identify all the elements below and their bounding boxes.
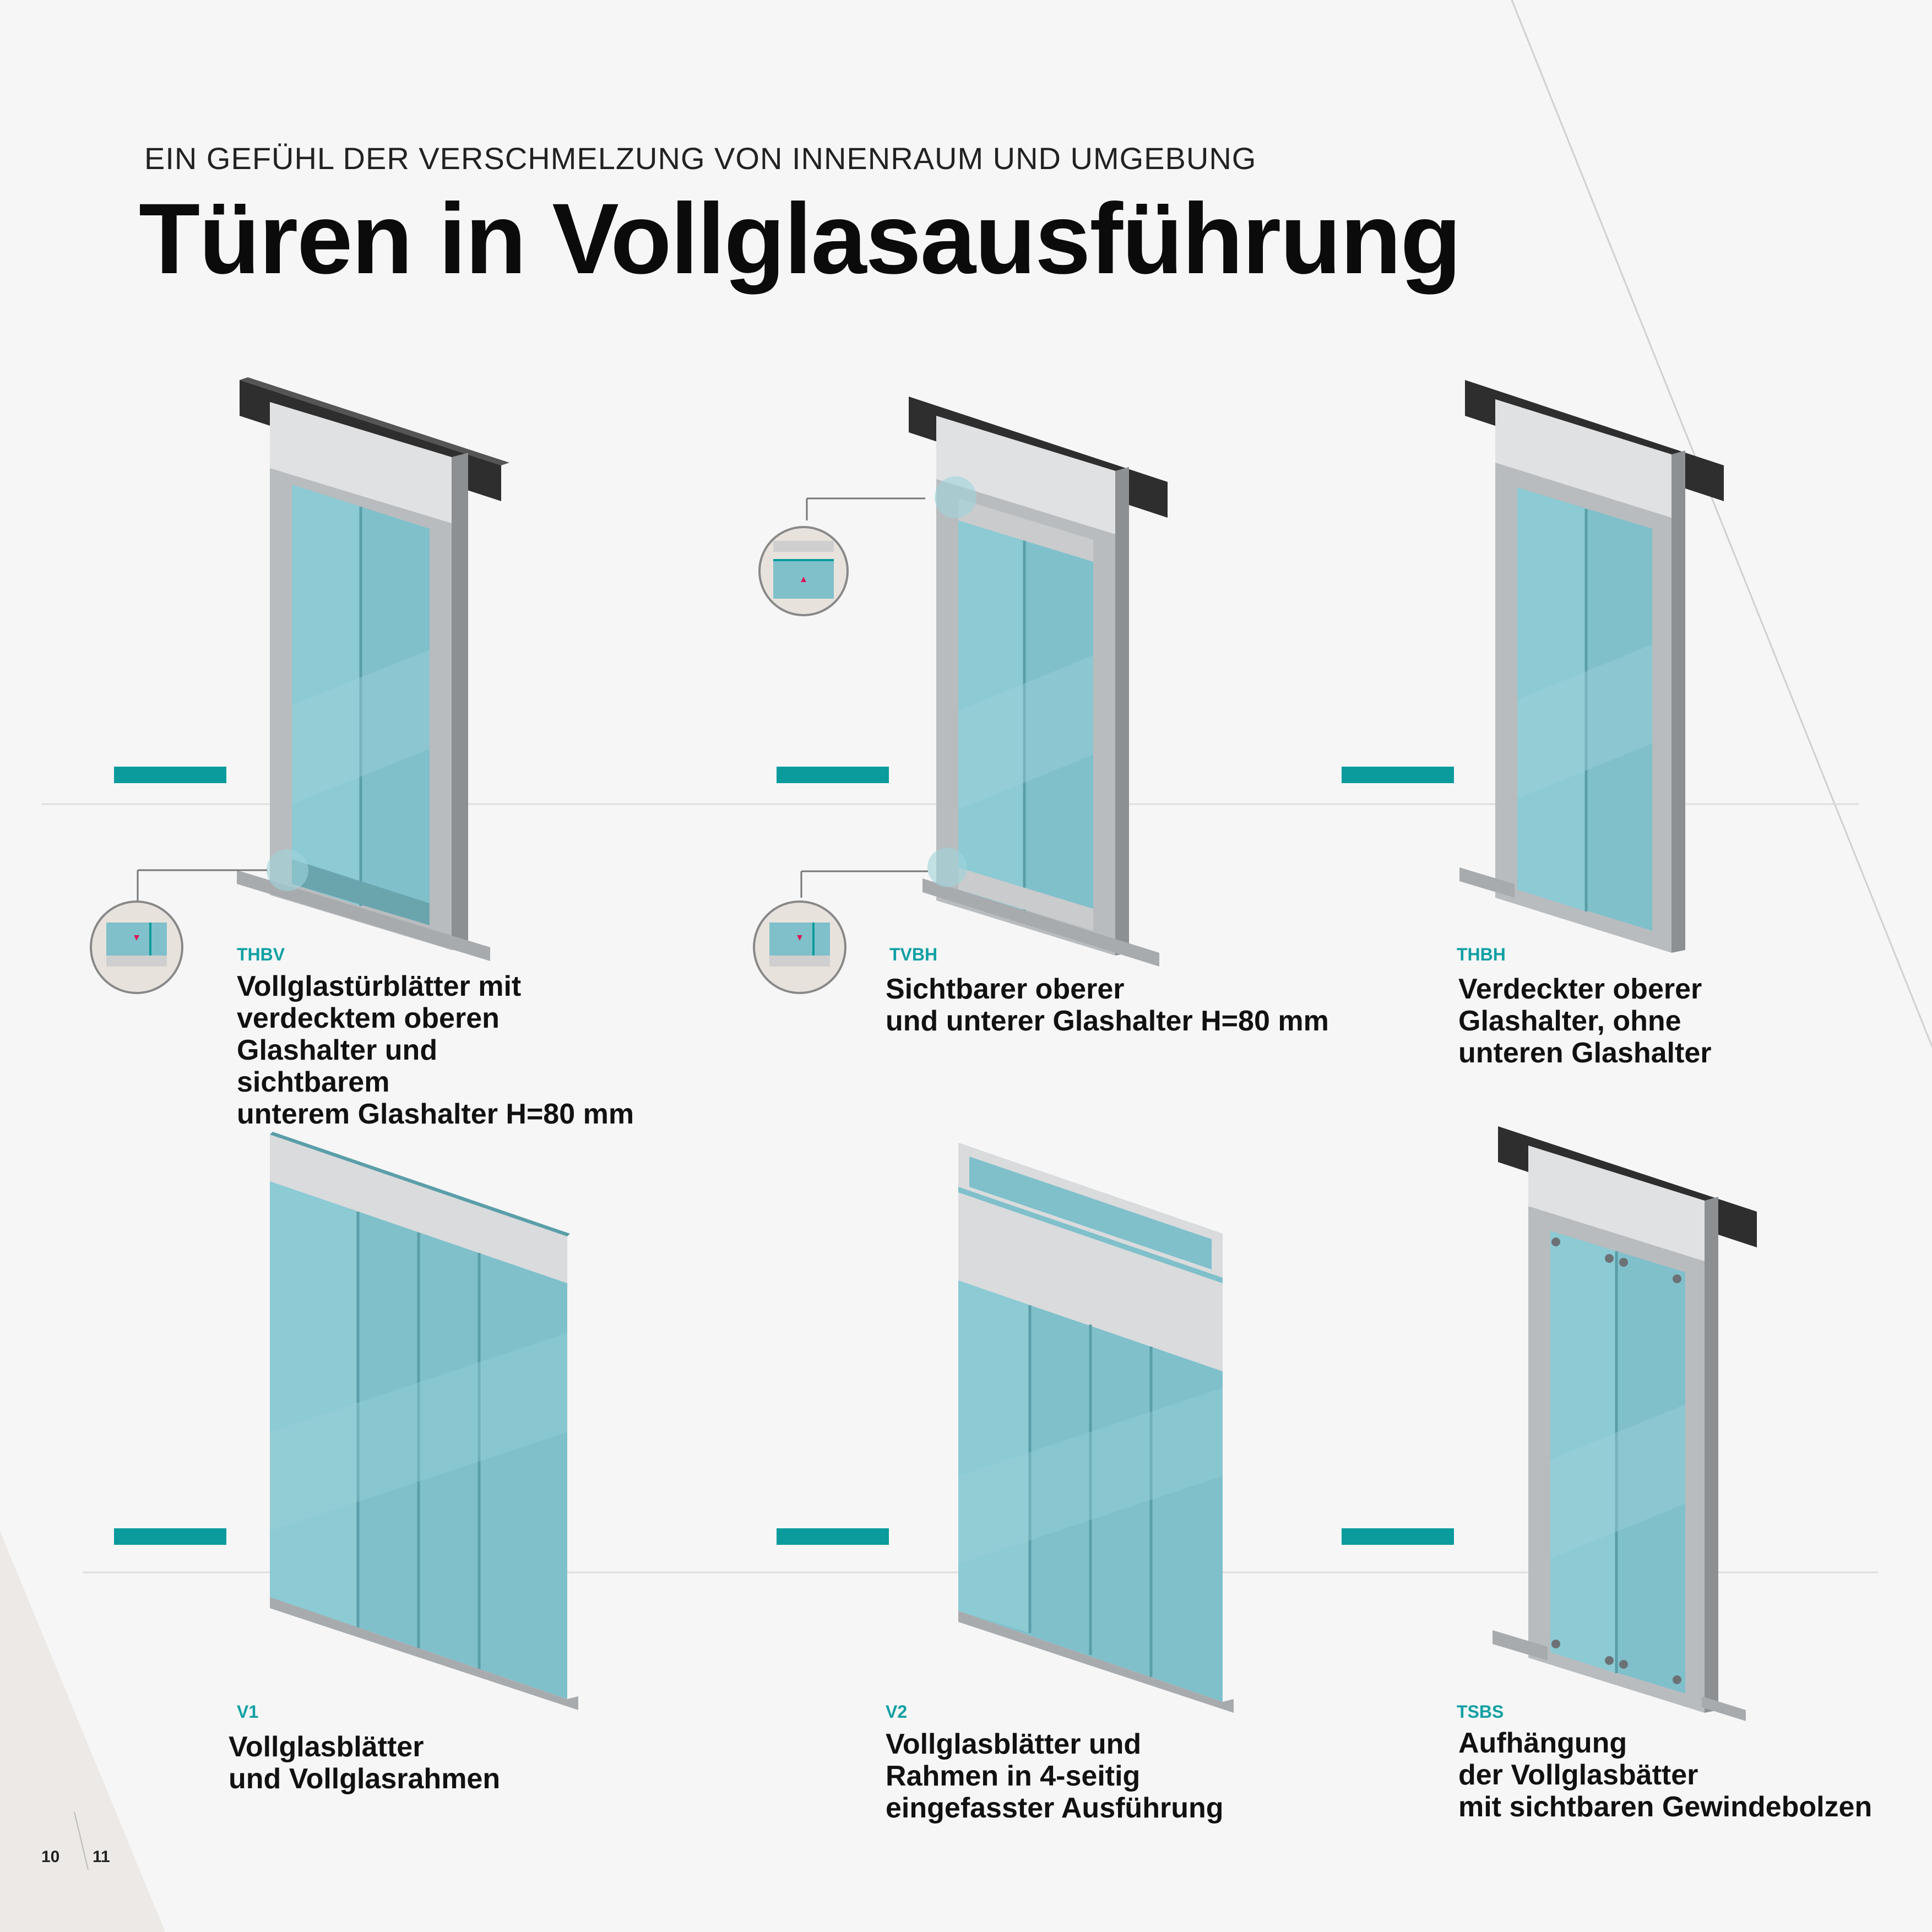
- variant-code-v2: V2: [886, 1702, 908, 1722]
- variant-code-v1: V1: [237, 1702, 259, 1722]
- detail-circle-top-holder-icon: [758, 526, 849, 616]
- door-illustration-v2: [958, 1143, 1234, 1713]
- variant-code-tsbs: TSBS: [1457, 1702, 1504, 1722]
- detail-circle-bottom-holder-icon: [90, 900, 183, 994]
- variant-description-thbh: Verdeckter oberer Glashalter, ohne unter…: [1458, 973, 1712, 1069]
- variant-description-v1: Vollglasblätter und Vollglasrahmen: [229, 1731, 501, 1795]
- variant-description-thbv: Vollglastürblätter mit verdecktem oberen…: [237, 970, 634, 1130]
- detail-circle-bottom-holder-icon: [753, 900, 846, 994]
- page-number-left: 10: [41, 1848, 60, 1866]
- variant-description-tsbs: Aufhängung der Vollglasbätter mit sichtb…: [1458, 1727, 1873, 1823]
- variant-code-thbv: THBV: [237, 945, 285, 964]
- door-illustration-tsbs: [1493, 1126, 1757, 1721]
- variant-code-tvbh: TVBH: [889, 945, 938, 964]
- door-illustration-thbh: [1459, 380, 1724, 953]
- page-title: Türen in Vollglasausführung: [139, 182, 1462, 295]
- accent-bar-tsbs: [1342, 1528, 1454, 1545]
- accent-bar-v2: [777, 1528, 889, 1545]
- page-subtitle: EIN GEFÜHL DER VERSCHMELZUNG VON INNENRA…: [144, 141, 1257, 176]
- accent-bar-thbh: [1342, 767, 1454, 783]
- accent-bar-v1: [114, 1528, 226, 1545]
- door-illustration-thbv: [137, 377, 509, 961]
- page-number-right: 11: [93, 1848, 110, 1866]
- door-illustration-v1: [270, 1132, 578, 1710]
- variant-description-tvbh: Sichtbarer oberer und unterer Glashalter…: [886, 973, 1329, 1037]
- variant-code-thbh: THBH: [1457, 945, 1506, 964]
- accent-bar-tvbh: [777, 767, 889, 783]
- accent-bar-thbv: [114, 767, 226, 783]
- door-illustration-tvbh: [800, 397, 1168, 967]
- variant-description-v2: Vollglasblätter und Rahmen in 4-seitig e…: [886, 1728, 1224, 1824]
